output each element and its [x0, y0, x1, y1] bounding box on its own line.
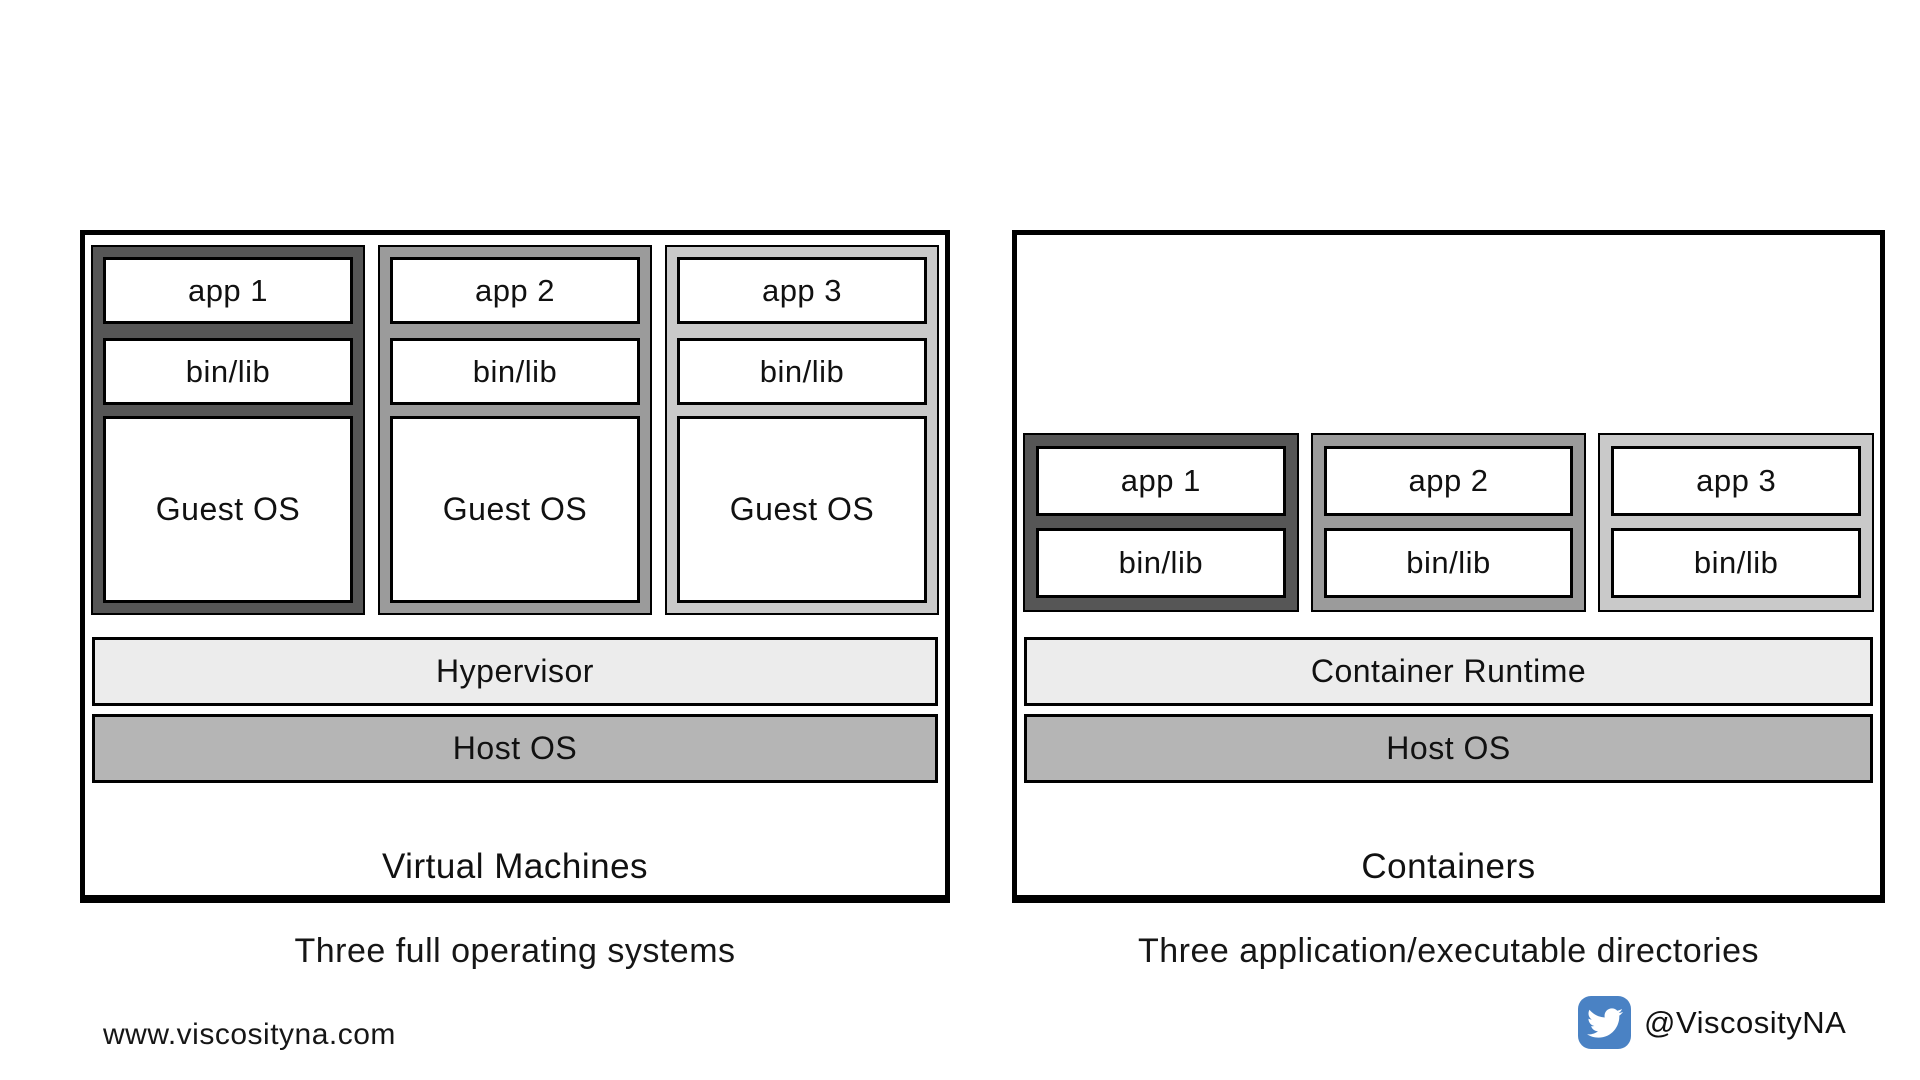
- hypervisor-bar: Hypervisor: [92, 637, 938, 706]
- container-runtime-bar: Container Runtime: [1024, 637, 1873, 706]
- vm3-binlib-label: bin/lib: [759, 353, 845, 389]
- vm3-guest-os-box: Guest OS: [677, 416, 927, 603]
- virtual-machines-box: app 1 bin/lib Guest OS app 2 bin/lib Gue…: [80, 230, 950, 903]
- container1-binlib-label: bin/lib: [1118, 545, 1204, 580]
- containers-caption: Three application/executable directories: [1137, 932, 1759, 970]
- container-host-os-bar: Host OS: [1024, 714, 1873, 783]
- vm1-guest-os-label: Guest OS: [155, 491, 301, 527]
- vm-stack-3: app 3 bin/lib Guest OS: [665, 245, 939, 615]
- vm2-binlib-box: bin/lib: [390, 338, 640, 405]
- container-stack-2: app 2 bin/lib: [1310, 433, 1587, 612]
- containers-box: app 1 bin/lib app 2 bin/lib app 3: [1012, 230, 1885, 903]
- vm-panel-title: Virtual Machines: [381, 847, 649, 886]
- containers-panel-title: Containers: [1361, 847, 1536, 886]
- container2-app-label: app 2: [1408, 463, 1489, 498]
- vm3-guest-os-label: Guest OS: [729, 491, 875, 527]
- container1-binlib-box: bin/lib: [1036, 528, 1286, 598]
- website-url: www.viscosityna.com: [103, 1018, 396, 1051]
- vm2-app-box: app 2: [390, 257, 640, 324]
- container3-binlib-box: bin/lib: [1611, 528, 1862, 598]
- vm1-app-box: app 1: [103, 257, 353, 324]
- container-stack-3: app 3 bin/lib: [1598, 433, 1875, 612]
- vm-stacks-row: app 1 bin/lib Guest OS app 2 bin/lib Gue…: [91, 245, 939, 615]
- vm1-app-label: app 1: [187, 272, 269, 308]
- vm3-app-box: app 3: [677, 257, 927, 324]
- container2-app-box: app 2: [1323, 446, 1574, 516]
- vm3-binlib-box: bin/lib: [677, 338, 927, 405]
- vm2-guest-os-label: Guest OS: [442, 491, 588, 527]
- container3-app-box: app 3: [1611, 446, 1862, 516]
- vm2-app-label: app 2: [474, 272, 556, 308]
- container3-binlib-label: bin/lib: [1693, 545, 1779, 580]
- vm1-binlib-label: bin/lib: [185, 353, 271, 389]
- container1-app-box: app 1: [1036, 446, 1286, 516]
- vm1-binlib-box: bin/lib: [103, 338, 353, 405]
- vm3-app-label: app 3: [761, 272, 843, 308]
- container2-binlib-label: bin/lib: [1406, 545, 1491, 580]
- container-stacks-row: app 1 bin/lib app 2 bin/lib app 3: [1023, 433, 1875, 612]
- vm2-binlib-label: bin/lib: [472, 353, 558, 389]
- vm-stack-1: app 1 bin/lib Guest OS: [91, 245, 365, 615]
- container1-app-label: app 1: [1120, 463, 1201, 498]
- twitter-icon: [1578, 996, 1631, 1049]
- vm-caption: Three full operating systems: [294, 932, 736, 970]
- vm-host-os-bar: Host OS: [92, 714, 938, 783]
- container3-app-label: app 3: [1696, 463, 1777, 498]
- vm-stack-2: app 2 bin/lib Guest OS: [378, 245, 652, 615]
- vm2-guest-os-box: Guest OS: [390, 416, 640, 603]
- twitter-handle: @ViscosityNA: [1644, 1004, 1847, 1040]
- container2-binlib-box: bin/lib: [1323, 528, 1574, 598]
- container-stack-1: app 1 bin/lib: [1023, 433, 1299, 612]
- vm1-guest-os-box: Guest OS: [103, 416, 353, 603]
- twitter-badge: @ViscosityNA: [1578, 996, 1846, 1049]
